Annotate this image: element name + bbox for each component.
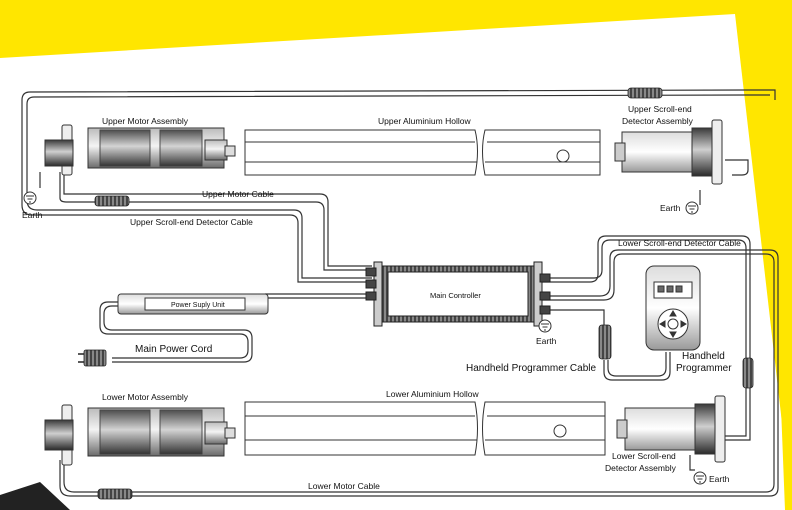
label-handheld-programmer-2: Programmer <box>676 363 732 374</box>
upper-scroll-end-cable-path <box>21 89 746 283</box>
label-handheld-programmer-1: Handheld <box>682 351 725 362</box>
connector-lower-motor <box>97 488 133 500</box>
main-power-cord-path <box>99 301 249 359</box>
lower-scroll-end-cable-path <box>538 235 751 441</box>
main-controller <box>365 261 551 327</box>
upper-motor-cable-path <box>59 172 372 271</box>
upper-scroll-end-detector <box>614 119 723 185</box>
earth-icon <box>693 471 707 485</box>
label-lower-motor-assembly: Lower Motor Assembly <box>102 392 189 402</box>
handheld-cable-path <box>538 309 605 325</box>
dark-corner <box>0 482 70 510</box>
label-handheld-programmer-cable: Handheld Programmer Cable <box>466 363 597 374</box>
lower-scroll-end-detector <box>616 395 726 463</box>
lower-motor-assembly <box>44 404 236 466</box>
label-upper-motor-cable: Upper Motor Cable <box>202 189 274 199</box>
earth-icon <box>23 191 37 205</box>
label-upper-motor-assembly: Upper Motor Assembly <box>102 116 189 126</box>
lower-aluminium-hollow <box>244 401 606 456</box>
label-lower-aluminium-hollow: Lower Aluminium Hollow <box>386 389 479 399</box>
connector-handheld <box>598 324 612 360</box>
upper-aluminium-hollow <box>244 129 601 176</box>
label-earth-upper-left: Earth <box>22 210 43 220</box>
connector-upper-motor <box>94 195 130 207</box>
label-lower-scroll-end-2: Detector Assembly <box>605 463 677 473</box>
connector-top-right <box>627 87 663 99</box>
earth-icon <box>538 319 552 333</box>
yellow-corner <box>778 320 792 510</box>
label-upper-scroll-end-1: Upper Scroll-end <box>628 104 692 114</box>
label-power-supply-unit: Power Suply Unit <box>171 302 225 309</box>
label-earth-lower-right: Earth <box>709 474 730 484</box>
label-main-power-cord: Main Power Cord <box>135 344 212 355</box>
label-upper-scroll-end-2: Detector Assembly <box>622 116 694 126</box>
label-upper-scroll-end-cable: Upper Scroll-end Detector Cable <box>130 217 253 227</box>
label-main-controller: Main Controller <box>430 291 481 300</box>
lower-motor-cable-path <box>59 249 779 497</box>
earth-icon <box>685 201 699 215</box>
label-lower-scroll-end-cable: Lower Scroll-end Detector Cable <box>618 238 741 248</box>
label-earth-upper-right: Earth <box>660 203 681 213</box>
label-upper-aluminium-hollow: Upper Aluminium Hollow <box>378 116 471 126</box>
power-plug <box>83 349 107 367</box>
upper-motor-assembly <box>44 124 236 176</box>
handheld-programmer <box>645 265 701 351</box>
label-earth-controller: Earth <box>536 336 557 346</box>
power-supply-unit <box>117 293 269 315</box>
label-lower-motor-cable: Lower Motor Cable <box>308 481 380 491</box>
connector-right-vertical <box>742 357 754 389</box>
label-lower-scroll-end-1: Lower Scroll-end <box>612 451 676 461</box>
